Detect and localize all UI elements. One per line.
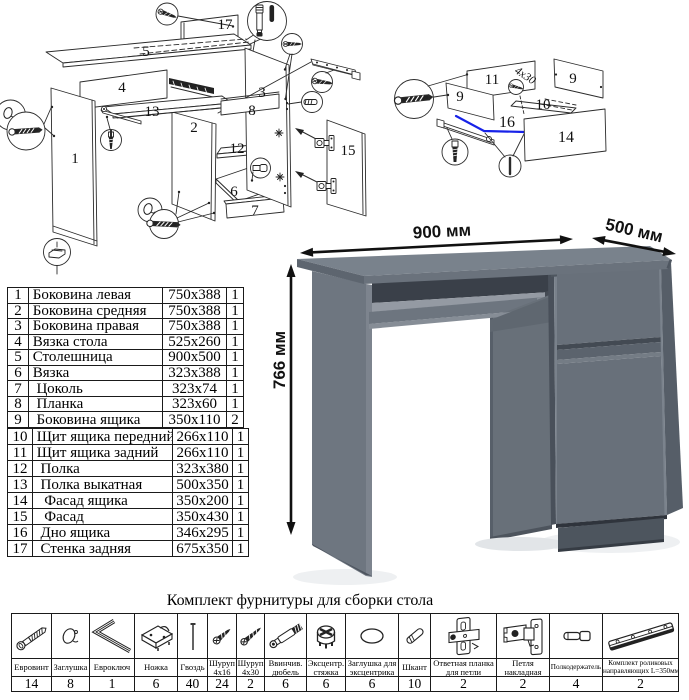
svg-text:11: 11: [485, 72, 499, 88]
svg-text:4: 4: [118, 80, 126, 96]
svg-text:766 мм: 766 мм: [270, 331, 289, 389]
svg-text:14: 14: [558, 129, 574, 146]
svg-text:8: 8: [248, 103, 256, 119]
svg-text:9: 9: [569, 71, 577, 87]
svg-text:10: 10: [536, 97, 551, 113]
svg-text:17: 17: [218, 17, 234, 33]
svg-text:12: 12: [230, 141, 245, 157]
svg-text:16: 16: [499, 114, 515, 131]
svg-text:1: 1: [71, 151, 79, 167]
svg-text:9: 9: [456, 89, 464, 105]
svg-text:7: 7: [251, 203, 259, 219]
svg-text:3: 3: [258, 85, 266, 101]
svg-text:5: 5: [142, 44, 150, 60]
svg-text:15: 15: [341, 143, 356, 159]
svg-text:6: 6: [230, 184, 238, 200]
svg-text:13: 13: [145, 104, 160, 120]
svg-text:900 мм: 900 мм: [412, 220, 471, 242]
svg-text:2: 2: [190, 120, 198, 136]
